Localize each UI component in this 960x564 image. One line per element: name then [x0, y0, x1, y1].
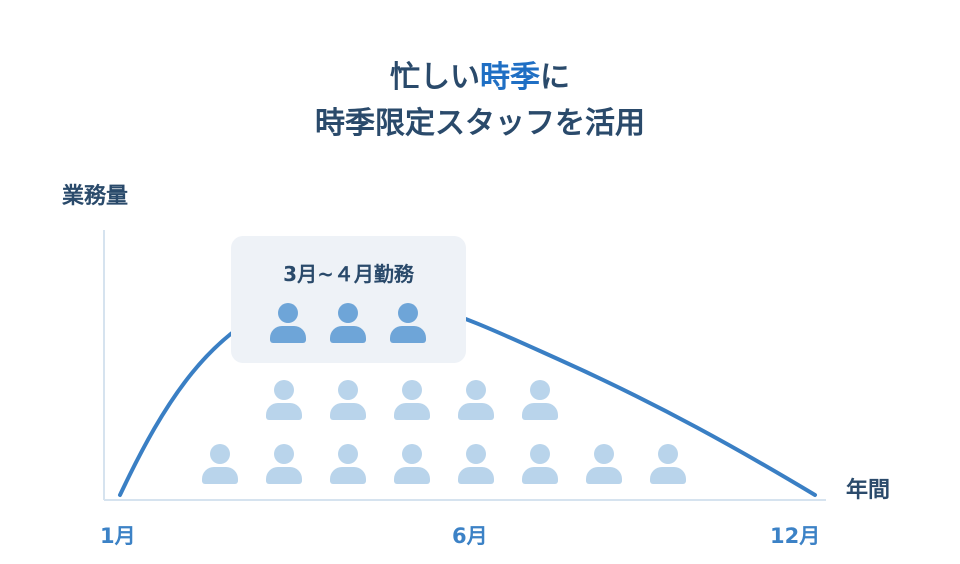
x-tick-jan: 1月 — [100, 524, 136, 548]
regular-staff-icon — [330, 444, 366, 484]
regular-staff-icon — [266, 444, 302, 484]
regular-staff-icon — [586, 444, 622, 484]
regular-staff-icon — [650, 444, 686, 484]
y-axis-label: 業務量 — [62, 184, 129, 209]
regular-staff-icon — [458, 380, 494, 420]
headline-accent: 時季 — [480, 60, 540, 95]
seasonal-staff-icon — [330, 303, 366, 343]
x-tick-dec: 12月 — [770, 524, 821, 548]
headline-text: に — [540, 60, 570, 95]
regular-staff-icon — [458, 444, 494, 484]
regular-staff-icon — [394, 380, 430, 420]
seasonal-staff-icon — [390, 303, 426, 343]
seasonal-staff-icon — [270, 303, 306, 343]
x-tick-jun: 6月 — [452, 524, 488, 548]
regular-staff-icon — [522, 380, 558, 420]
callout-label: 3月~４月勤務 — [283, 262, 414, 286]
regular-staff-icon — [522, 444, 558, 484]
headline-text: 忙しい — [390, 60, 480, 95]
x-axis-label: 年間 — [846, 478, 891, 503]
headline-line1: 忙しい時季に — [0, 58, 960, 98]
regular-staff-icon — [202, 444, 238, 484]
regular-staff-icon — [394, 444, 430, 484]
headline-line2: 時季限定スタッフを活用 — [315, 106, 645, 141]
regular-staff-icon — [330, 380, 366, 420]
seasonal-staff-callout: 3月~４月勤務 — [231, 236, 466, 363]
regular-staff-icon — [266, 380, 302, 420]
